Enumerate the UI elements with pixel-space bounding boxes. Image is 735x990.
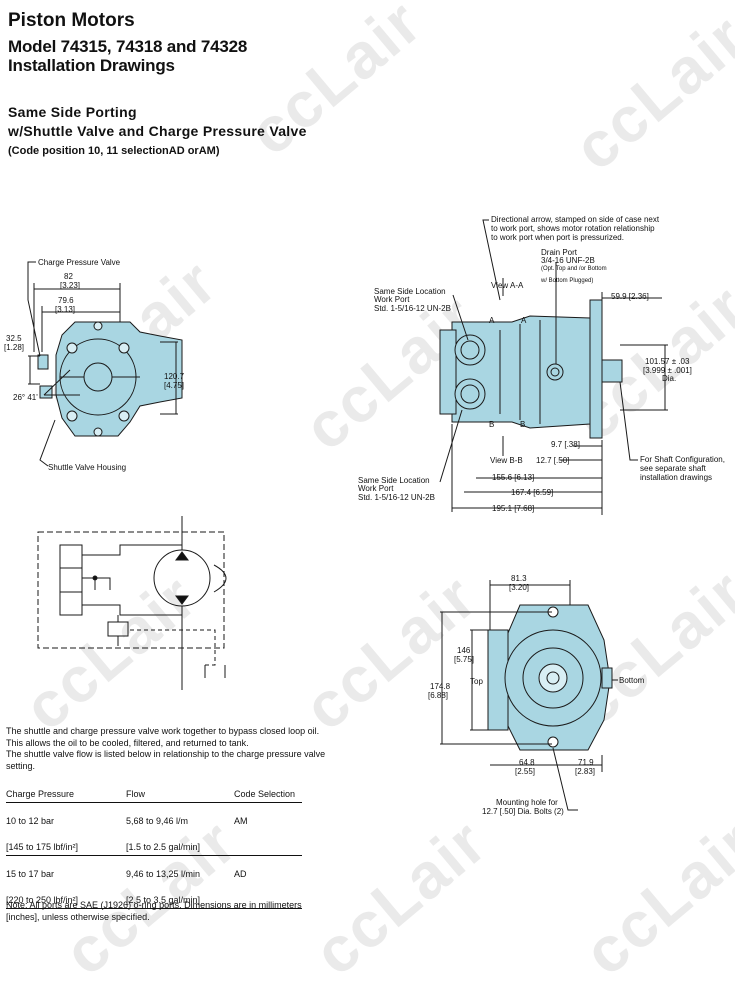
row1-pressure: 10 to 12 bar xyxy=(6,816,55,826)
dim-120-7: 120.7 xyxy=(164,372,185,381)
row2-pressure-alt: [220 to 250 lbf/in²] xyxy=(6,895,79,905)
table-header-row: Charge Pressure Flow Code Selection xyxy=(6,789,302,803)
same-side-bottom-line2: Work Port xyxy=(358,484,394,493)
flange-drawing xyxy=(440,580,618,811)
row2-flow-alt: [2.5 to 3.5 gal/min] xyxy=(126,895,201,905)
row1-pressure-alt: [145 to 175 lbf/in²] xyxy=(6,842,79,852)
shaft-config-line2: see separate shaft xyxy=(640,464,706,473)
dim-71-9-in: [2.83] xyxy=(575,767,596,776)
row2-pressure: 15 to 17 bar xyxy=(6,869,55,879)
dia-label: Dia. xyxy=(662,374,677,383)
description-line2: This allows the oil to be cooled, filter… xyxy=(6,737,249,748)
label-b-right: B xyxy=(520,420,526,429)
dim-146: 146 xyxy=(457,646,471,655)
row1-flow: 5,68 to 9,46 l/m xyxy=(126,816,189,826)
header-charge-pressure: Charge Pressure xyxy=(6,789,75,799)
charge-pressure-valve-label: Charge Pressure Valve xyxy=(38,258,121,267)
dim-101-57-in: [3.999 ± .001] xyxy=(643,366,692,375)
label-b-left: B xyxy=(489,420,495,429)
row2-flow: 9,46 to 13,25 l/min xyxy=(126,869,201,879)
section-line2: w/Shuttle Valve and Charge Pressure Valv… xyxy=(8,123,307,139)
dim-167-4: 167.4 [6.59] xyxy=(511,488,554,497)
label-a-right: A xyxy=(521,316,527,325)
dim-12-7: 12.7 [.50] xyxy=(536,456,570,465)
dim-81-3-in: [3.20] xyxy=(509,583,530,592)
row2-code: AD xyxy=(234,869,247,879)
dim-64-8: 64.8 xyxy=(519,758,535,767)
dim-195-1: 195.1 [7.68] xyxy=(492,504,535,513)
title-line2: Model 74315, 74318 and 74328 xyxy=(8,37,248,56)
dim-82: 82 xyxy=(64,272,73,281)
same-side-top-line1: Same Side Location xyxy=(374,287,446,296)
section-line1: Same Side Porting xyxy=(8,104,137,120)
hydraulic-schematic xyxy=(37,516,227,690)
dim-79-6: 79.6 xyxy=(58,296,74,305)
dim-101-57: 101.57 ± .03 xyxy=(645,357,690,366)
view-bb-label: View B-B xyxy=(490,456,523,465)
footnote: Note: All ports are SAE (J1926) o-ring p… xyxy=(6,900,366,923)
dim-120-7-in: [4.75] xyxy=(164,381,185,390)
table-row: [220 to 250 lbf/in²] [2.5 to 3.5 gal/min… xyxy=(6,895,302,909)
directional-arrow-line1: Directional arrow, stamped on side of ca… xyxy=(491,215,660,224)
dim-174-8-in: [6.88] xyxy=(428,691,449,700)
dim-71-9: 71.9 xyxy=(578,758,594,767)
bottom-label: Bottom xyxy=(619,676,645,685)
title-line3: Installation Drawings xyxy=(8,56,175,75)
drain-port-line1: Drain Port xyxy=(541,248,578,257)
row1-flow-alt: [1.5 to 2.5 gal/min] xyxy=(126,842,201,852)
title-line1: Piston Motors xyxy=(8,10,135,31)
same-side-top-line2: Work Port xyxy=(374,295,410,304)
header-code-selection: Code Selection xyxy=(234,789,296,799)
note-line1: Note: All ports are SAE (J1926) o-ring p… xyxy=(6,900,302,910)
dim-64-8-in: [2.55] xyxy=(515,767,536,776)
flow-table: Charge Pressure Flow Code Selection 10 t… xyxy=(6,789,302,909)
mounting-line1: Mounting hole for xyxy=(496,798,558,807)
row1-code: AM xyxy=(234,816,248,826)
section-line3: (Code position 10, 11 selectionAD orAM) xyxy=(8,145,220,157)
drain-port-line3: (Opt. Top and /or Bottom xyxy=(541,266,607,272)
view-aa-label: View A-A xyxy=(491,281,524,290)
right-drawing xyxy=(439,219,668,515)
left-drawing xyxy=(27,261,183,467)
dim-32-5: 32.5 xyxy=(6,334,22,343)
dim-155-6: 155.6 [6.13] xyxy=(492,473,535,482)
dim-81-3: 81.3 xyxy=(511,574,527,583)
top-label: Top xyxy=(470,677,483,686)
shuttle-valve-housing-label: Shuttle Valve Housing xyxy=(48,463,127,472)
dim-146-in: [5.75] xyxy=(454,655,475,664)
header-flow: Flow xyxy=(126,789,146,799)
same-side-top-line3: Std. 1-5/16-12 UN-2B xyxy=(374,304,451,313)
table-row: 15 to 17 bar 9,46 to 13,25 l/min AD xyxy=(6,869,302,882)
drain-port-line2: 3/4-16 UNF-2B xyxy=(541,256,595,265)
dim-82-in: [3.23] xyxy=(60,281,81,290)
description: The shuttle and charge pressure valve wo… xyxy=(6,726,386,772)
dim-32-5-in: [1.28] xyxy=(4,343,25,352)
description-line4: setting. xyxy=(6,760,36,771)
dim-59-9: 59.9 [2.36] xyxy=(611,292,649,301)
directional-arrow-line3: to work port when port is pressurized. xyxy=(491,233,624,242)
table-row: [145 to 175 lbf/in²] [1.5 to 2.5 gal/min… xyxy=(6,842,302,856)
same-side-bottom-line1: Same Side Location xyxy=(358,476,430,485)
drain-port-line4: w/ Bottom Plugged) xyxy=(541,278,594,284)
label-a-left: A xyxy=(489,316,495,325)
description-line1: The shuttle and charge pressure valve wo… xyxy=(6,726,320,736)
directional-arrow-line2: to work port, shows motor rotation relat… xyxy=(491,224,655,233)
angle-label: 26° 41' xyxy=(13,393,38,402)
description-line3: The shuttle valve flow is listed below i… xyxy=(6,749,326,759)
note-line2: [inches], unless otherwise specified. xyxy=(6,911,150,922)
dim-174-8: 174.8 xyxy=(430,682,451,691)
shaft-config-line3: installation drawings xyxy=(640,473,713,482)
mounting-line2: 12.7 [.50] Dia. Bolts (2) xyxy=(482,807,564,816)
dim-79-6-in: [3.13] xyxy=(55,305,76,314)
shaft-config-line1: For Shaft Configuration, xyxy=(640,455,725,464)
table-row: 10 to 12 bar 5,68 to 9,46 l/m AM xyxy=(6,816,302,829)
dim-9-7: 9.7 [.38] xyxy=(551,440,580,449)
same-side-bottom-line3: Std. 1-5/16-12 UN-2B xyxy=(358,493,435,502)
